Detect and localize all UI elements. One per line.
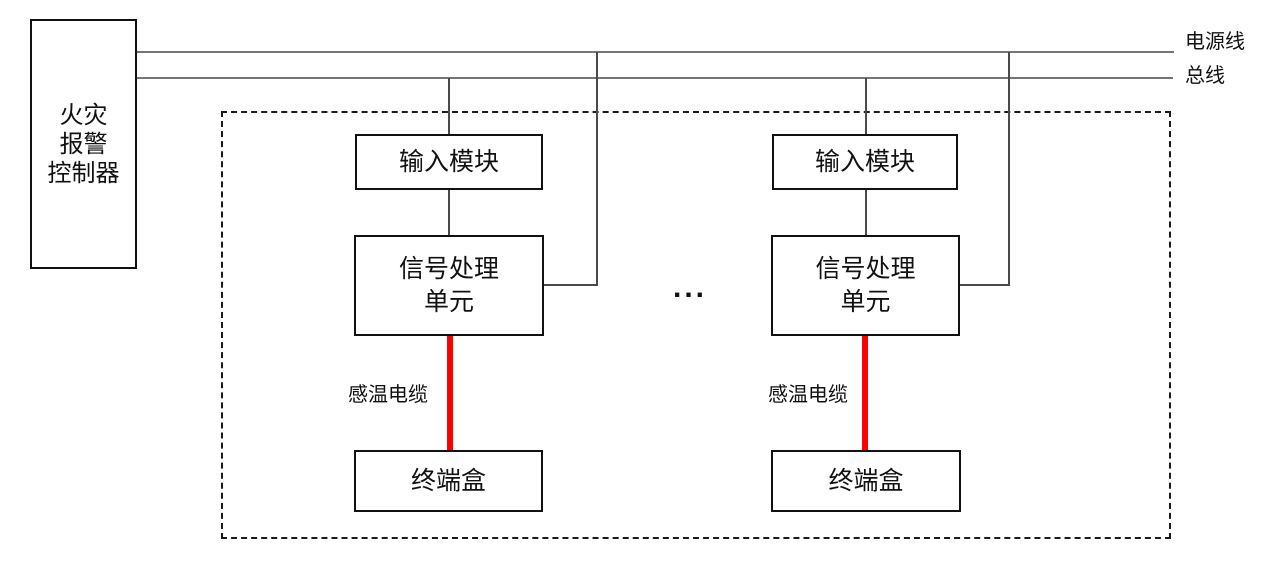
fire-alarm-controller-box: 火灾 报警 控制器	[30, 19, 137, 269]
group1-signal-unit-label-line2: 单元	[423, 287, 474, 316]
group1-signal-unit-label-line1: 信号处理	[398, 254, 499, 283]
group2-terminal-box: 终端盒	[771, 450, 961, 512]
group2-input-module-label: 输入模块	[814, 147, 915, 176]
group1-terminal-box: 终端盒	[354, 450, 543, 512]
group2-power-jog-wire	[960, 284, 1010, 286]
group2-input-to-signal-wire	[865, 190, 867, 235]
power-line	[137, 51, 1174, 53]
bus-line	[137, 77, 1173, 79]
group2-bus-to-input-wire	[865, 78, 867, 134]
group2-sensing-cable-label: 感温电缆	[768, 384, 848, 406]
group2-input-module-box: 输入模块	[772, 134, 958, 190]
group1-input-to-signal-wire	[448, 190, 450, 235]
group2-power-drop-wire	[1008, 52, 1010, 286]
group2-signal-unit-label-line1: 信号处理	[815, 254, 916, 283]
group1-terminal-box-label: 终端盒	[410, 466, 486, 495]
controller-label-line2: 报警	[59, 130, 108, 158]
group1-input-module-label: 输入模块	[398, 147, 499, 176]
group2-signal-unit-label-line2: 单元	[840, 287, 891, 316]
group1-sensing-cable	[447, 336, 453, 450]
group1-input-module-box: 输入模块	[355, 134, 543, 190]
group2-sensing-cable	[862, 336, 868, 450]
controller-label-line3: 控制器	[47, 159, 120, 187]
group1-sensing-cable-label: 感温电缆	[348, 384, 428, 406]
group2-terminal-box-label: 终端盒	[828, 466, 904, 495]
bus-line-label: 总线	[1185, 65, 1225, 87]
group1-bus-to-input-wire	[448, 78, 450, 134]
repeat-ellipsis: ...	[672, 271, 707, 304]
power-line-label: 电源线	[1185, 31, 1245, 53]
group2-signal-unit-box: 信号处理 单元	[771, 235, 960, 336]
detection-zone-boundary	[221, 111, 1171, 539]
group1-signal-unit-box: 信号处理 单元	[354, 235, 544, 336]
group1-power-jog-wire	[544, 284, 598, 286]
controller-label-line1: 火灾	[59, 101, 108, 129]
group1-power-drop-wire	[596, 52, 598, 286]
